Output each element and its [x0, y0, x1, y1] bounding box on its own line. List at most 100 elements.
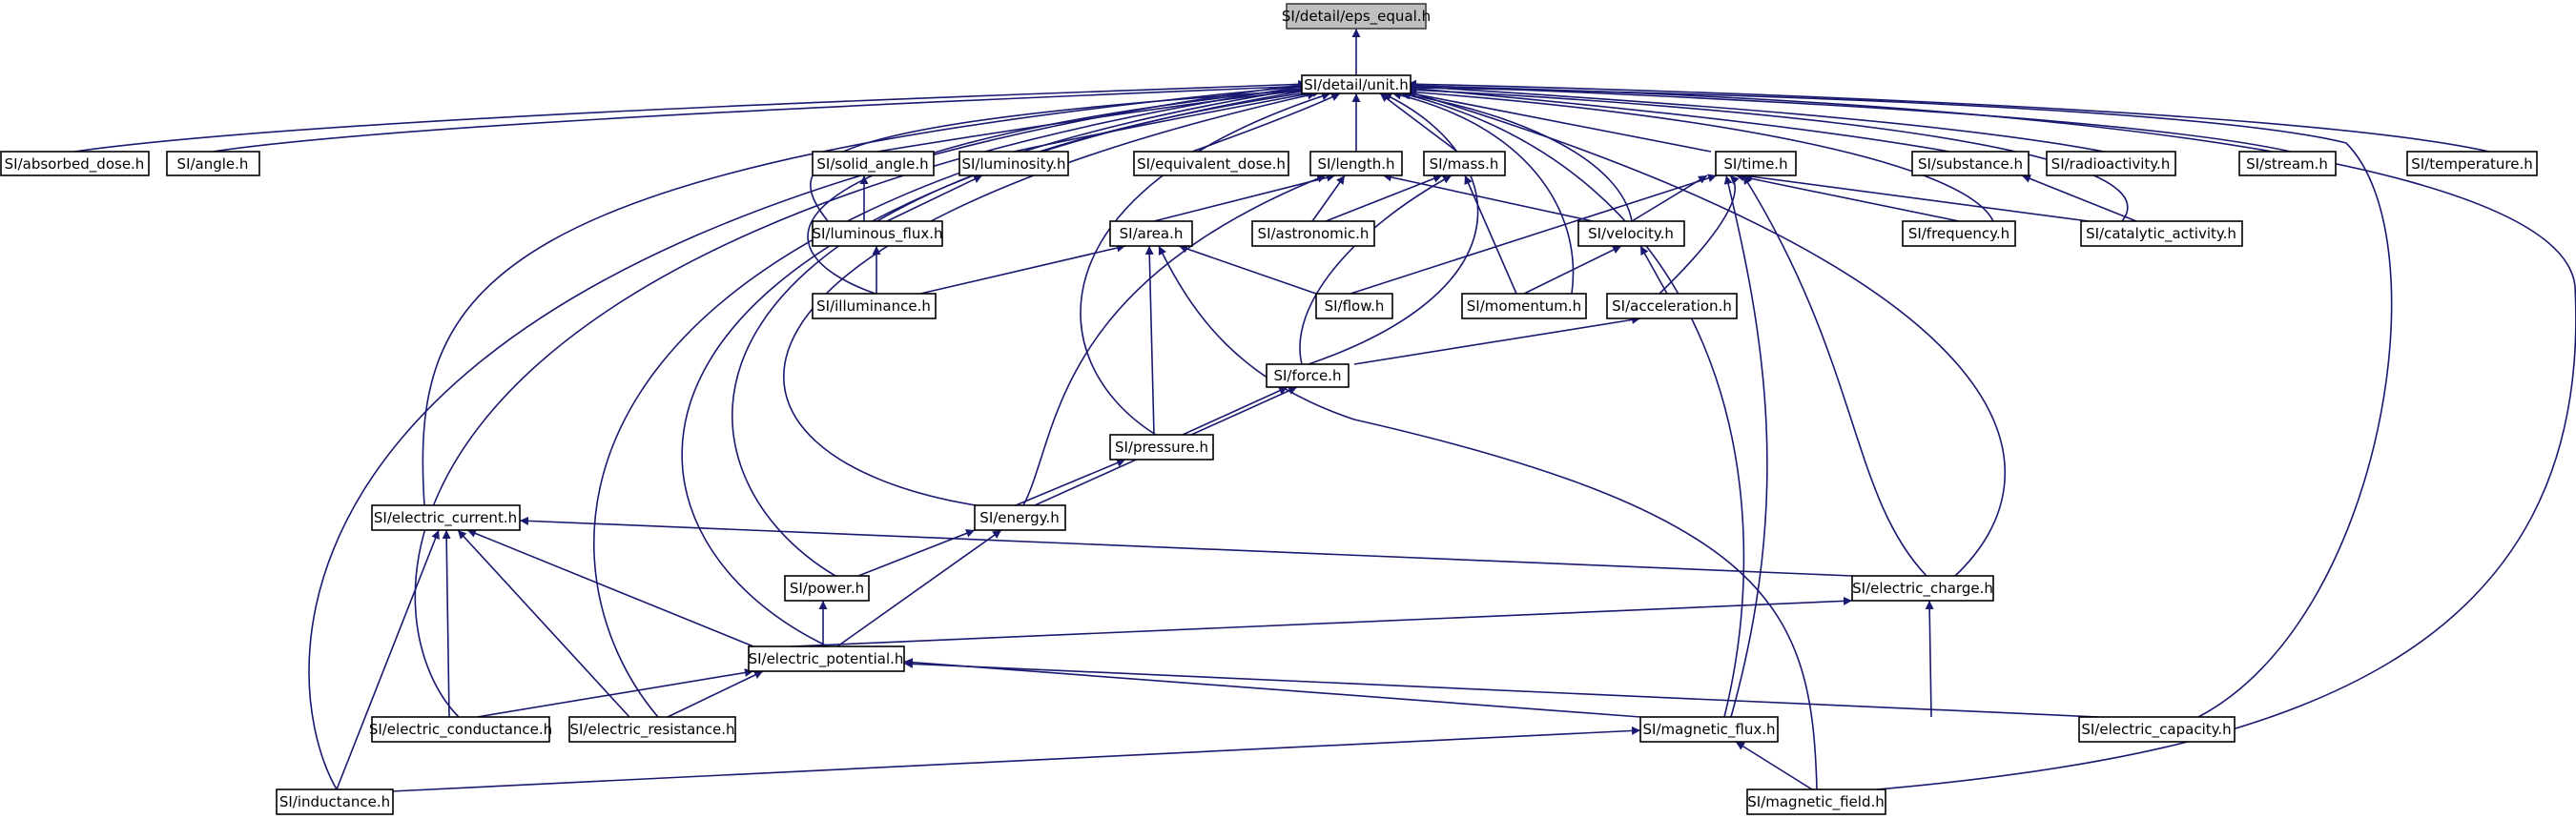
node-electric-resistance[interactable]: SI/electric_resistance.h	[568, 716, 736, 743]
edge-electric_potential-electric_charge	[791, 596, 1853, 647]
edge-force-mass	[1299, 174, 1453, 365]
node-label: SI/electric_conductance.h	[369, 721, 552, 739]
edge-acceleration-time	[1659, 174, 1740, 295]
node-astronomic[interactable]: SI/astronomic.h	[1251, 220, 1375, 247]
node-acceleration[interactable]: SI/acceleration.h	[1606, 293, 1738, 319]
node-flow[interactable]: SI/flow.h	[1315, 293, 1393, 319]
node-catalytic-activity[interactable]: SI/catalytic_activity.h	[2080, 220, 2243, 247]
node-equivalent-dose[interactable]: SI/equivalent_dose.h	[1133, 151, 1289, 176]
edge-pressure-area	[1144, 245, 1155, 436]
node-luminosity[interactable]: SI/luminosity.h	[958, 151, 1069, 176]
node-label: SI/radioactivity.h	[2051, 155, 2171, 173]
node-label: SI/absorbed_dose.h	[5, 155, 145, 174]
node-label: SI/length.h	[1317, 155, 1394, 173]
edge-force-acceleration	[1353, 315, 1641, 365]
node-magnetic-field[interactable]: SI/magnetic_field.h	[1746, 788, 1886, 815]
node-mass[interactable]: SI/mass.h	[1423, 151, 1506, 176]
edge-frequency-unit	[1405, 88, 1994, 222]
node-label: SI/force.h	[1273, 367, 1341, 384]
node-pressure[interactable]: SI/pressure.h	[1109, 434, 1214, 461]
node-eps-equal[interactable]: SI/detail/eps_equal.h	[1282, 3, 1431, 30]
node-energy[interactable]: SI/energy.h	[974, 504, 1066, 531]
edge-electric_charge-time	[1742, 174, 1927, 577]
edge-electric_capacity-electric_potential	[903, 659, 2099, 718]
edge-force-unit	[1308, 92, 1479, 365]
edge-power-unit	[732, 88, 1315, 577]
node-velocity[interactable]: SI/velocity.h	[1577, 220, 1685, 247]
node-angle[interactable]: SI/angle.h	[166, 151, 260, 176]
node-electric-charge[interactable]: SI/electric_charge.h	[1851, 575, 1994, 602]
node-label: SI/temperature.h	[2411, 155, 2533, 173]
node-label: SI/pressure.h	[1115, 439, 1208, 456]
node-magnetic-flux[interactable]: SI/magnetic_flux.h	[1639, 716, 1779, 743]
node-temperature[interactable]: SI/temperature.h	[2406, 151, 2538, 176]
node-length[interactable]: SI/length.h	[1309, 151, 1403, 176]
node-label: SI/detail/eps_equal.h	[1282, 8, 1431, 26]
node-label: SI/inductance.h	[279, 793, 390, 810]
node-frequency[interactable]: SI/frequency.h	[1902, 220, 2016, 247]
edge-mass-unit	[1379, 92, 1458, 153]
node-label: SI/flow.h	[1325, 297, 1385, 315]
edge-flow-area	[1178, 244, 1317, 295]
node-unit[interactable]: SI/detail/unit.h	[1301, 74, 1412, 94]
node-inductance[interactable]: SI/inductance.h	[276, 788, 394, 815]
edge-power-energy	[857, 529, 976, 577]
node-power[interactable]: SI/power.h	[784, 575, 870, 602]
node-label: SI/luminous_flux.h	[812, 225, 942, 243]
node-substance[interactable]: SI/substance.h	[1911, 151, 2030, 176]
node-label: SI/area.h	[1120, 225, 1184, 242]
edge-illuminance-unit	[807, 84, 1312, 295]
edge-pressure-unit	[1080, 92, 1331, 436]
edge-flow-time	[1350, 174, 1718, 295]
edge-illuminance-area	[919, 243, 1126, 295]
edge-catalytic_activity-unit	[1407, 85, 2129, 222]
node-label: SI/illuminance.h	[816, 297, 931, 315]
edge-pressure-force	[1182, 386, 1288, 436]
edge-electric_resistance-electric_current	[457, 529, 630, 718]
edge-equivalent_dose-unit	[1191, 92, 1341, 153]
edge-inductance-electric_current	[336, 529, 440, 790]
edge-electric_capacity-unit	[1407, 83, 2393, 718]
node-time[interactable]: SI/time.h	[1715, 151, 1797, 176]
node-illuminance[interactable]: SI/illuminance.h	[812, 293, 937, 319]
node-area[interactable]: SI/area.h	[1109, 220, 1193, 247]
node-stream[interactable]: SI/stream.h	[2238, 151, 2337, 176]
edge-radioactivity-unit	[1407, 82, 2105, 153]
node-label: SI/velocity.h	[1588, 225, 1674, 242]
edge-luminous_flux-luminosity	[886, 174, 983, 222]
edge-electric_resistance-unit	[593, 84, 1311, 718]
node-label: SI/stream.h	[2246, 155, 2328, 173]
node-label: SI/mass.h	[1430, 155, 1499, 173]
edge-catalytic_activity-time	[1742, 172, 2090, 222]
edge-magnetic_field-magnetic_flux	[1735, 741, 1813, 790]
node-electric-conductance[interactable]: SI/electric_conductance.h	[369, 716, 552, 743]
edge-inductance-magnetic_flux	[390, 726, 1641, 792]
node-electric-potential[interactable]: SI/electric_potential.h	[748, 645, 905, 672]
edge-area-length	[1153, 173, 1336, 222]
edge-electric_current-unit	[422, 82, 1309, 506]
node-solid-angle[interactable]: SI/solid_angle.h	[812, 151, 935, 176]
edge-magnetic_flux-electric_potential	[903, 658, 1641, 718]
node-label: SI/luminosity.h	[961, 155, 1065, 173]
node-momentum[interactable]: SI/momentum.h	[1461, 293, 1587, 319]
edge-electric_capacity-electric_charge	[1925, 600, 1934, 718]
edge-catalytic_activity-substance	[2021, 174, 2137, 222]
node-absorbed-dose[interactable]: SI/absorbed_dose.h	[0, 151, 150, 176]
node-luminous-flux[interactable]: SI/luminous_flux.h	[812, 220, 943, 247]
edge-energy-length	[1022, 174, 1327, 506]
node-label: SI/electric_current.h	[374, 509, 517, 527]
edge-momentum-mass	[1464, 174, 1517, 295]
edge-electric_potential-electric_current	[466, 529, 754, 647]
node-radioactivity[interactable]: SI/radioactivity.h	[2046, 151, 2176, 176]
header-nodes: SI/detail/eps_equal.h SI/detail/unit.h S…	[0, 3, 2538, 815]
node-force[interactable]: SI/force.h	[1266, 363, 1350, 388]
edge-temperature-unit	[1407, 79, 2490, 153]
edge-electric_conductance-electric_current	[442, 529, 451, 718]
node-electric-current[interactable]: SI/electric_current.h	[371, 504, 521, 531]
node-label: SI/substance.h	[1918, 155, 2023, 173]
node-electric-capacity[interactable]: SI/electric_capacity.h	[2078, 716, 2236, 743]
node-label: SI/electric_potential.h	[749, 650, 904, 668]
edge-astronomic-length	[1311, 174, 1346, 222]
node-label: SI/magnetic_field.h	[1747, 793, 1885, 811]
node-label: SI/detail/unit.h	[1304, 76, 1409, 93]
